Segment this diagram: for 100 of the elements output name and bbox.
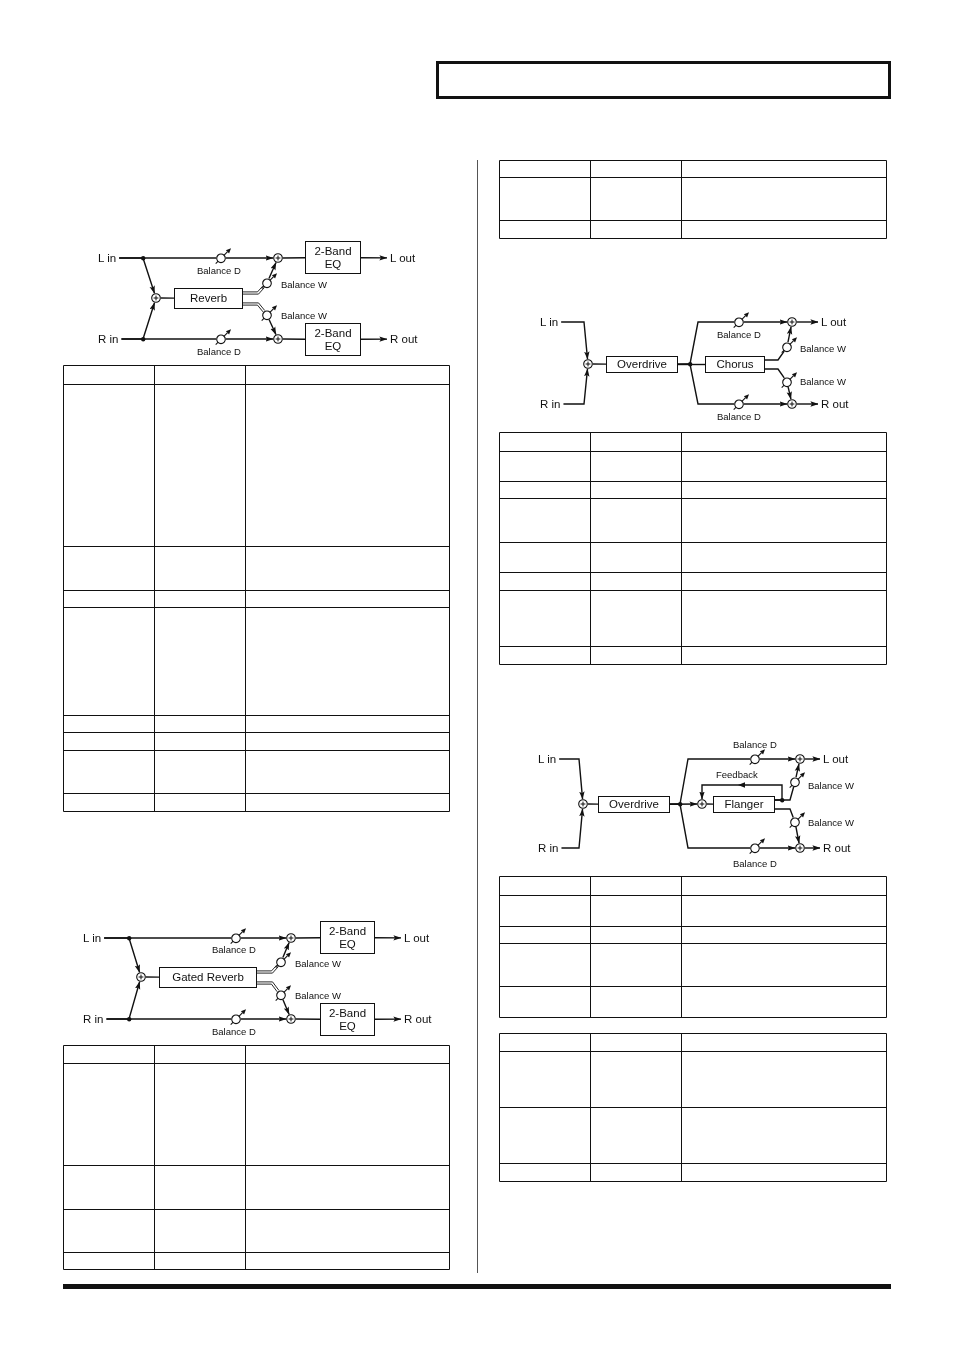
- summing-junction: [136, 972, 146, 982]
- signal-arrow: [374, 1016, 402, 1022]
- signal-arrow: [759, 756, 796, 762]
- summing-junction: [795, 843, 805, 853]
- knob-label: Balance W: [295, 957, 341, 969]
- signal-line: [706, 803, 714, 805]
- knob-label: Balance D: [733, 857, 777, 869]
- signal-line: [105, 1018, 232, 1020]
- summing-junction: [787, 399, 797, 409]
- input-label: R in: [540, 397, 561, 411]
- gain-knob: [781, 336, 798, 353]
- signal-arrow: [240, 1016, 287, 1022]
- signal-line: [764, 368, 785, 379]
- gain-knob: [275, 951, 292, 968]
- signal-line: [120, 338, 217, 340]
- knob-label: Balance W: [800, 375, 846, 387]
- signal-arrow: [282, 998, 290, 1016]
- signal-arrow: [360, 255, 388, 261]
- gain-knob: [230, 927, 247, 944]
- gain-knob: [749, 748, 766, 765]
- output-label: R out: [823, 841, 851, 855]
- gain-knob: [215, 328, 232, 345]
- input-label: L in: [538, 752, 557, 766]
- summing-junction: [583, 359, 593, 369]
- signal-line: [282, 338, 306, 340]
- signal-line: [295, 1018, 321, 1020]
- knob-label: Balance D: [197, 345, 241, 357]
- eq-block: 2-Band EQ: [305, 241, 361, 274]
- output-label: L out: [821, 315, 847, 329]
- knob-label: Balance D: [733, 738, 777, 750]
- signal-arrow: [562, 368, 590, 405]
- eq-block: 2-Band EQ: [305, 323, 361, 356]
- signal-line: [677, 363, 735, 405]
- effect-block: Overdrive: [606, 356, 678, 373]
- gain-knob: [789, 771, 806, 788]
- input-label: L in: [540, 315, 559, 329]
- input-label: L in: [98, 251, 117, 265]
- gain-knob: [789, 811, 806, 828]
- effect-block: Chorus: [705, 356, 765, 373]
- summing-junction: [286, 933, 296, 943]
- knob-label: Balance W: [281, 309, 327, 321]
- gain-knob: [215, 247, 232, 264]
- gain-knob: [261, 304, 278, 321]
- signal-arrow: [560, 321, 590, 360]
- signal-line: [764, 350, 785, 361]
- signal-arrow: [794, 763, 800, 778]
- signal-line: [242, 285, 265, 295]
- signal-arrow: [560, 808, 585, 849]
- eq-block: 2-Band EQ: [320, 921, 375, 954]
- signal-arrow: [804, 756, 821, 762]
- knob-label: Balance W: [800, 342, 846, 354]
- input-label: L in: [83, 931, 102, 945]
- signal-arrow: [786, 326, 793, 343]
- signal-line: [774, 808, 794, 819]
- effect-block: Flanger: [713, 796, 775, 813]
- signal-line: [592, 363, 607, 365]
- output-label: L out: [404, 931, 430, 945]
- signal-arrow: [268, 318, 277, 336]
- signal-arrow: [225, 336, 274, 342]
- signal-line: [774, 786, 795, 801]
- knob-label: Balance W: [808, 779, 854, 791]
- signal-arrow: [268, 261, 277, 280]
- knob-label: Balance W: [808, 816, 854, 828]
- signal-arrow: [374, 935, 402, 941]
- signal-arrow: [558, 758, 585, 800]
- signal-arrow: [118, 257, 156, 295]
- signal-line: [145, 976, 160, 978]
- summing-junction: [151, 293, 161, 303]
- signal-line: [256, 964, 279, 974]
- signal-line: [282, 257, 306, 259]
- signal-arrow: [759, 845, 796, 851]
- effect-block: Gated Reverb: [159, 967, 257, 988]
- knob-label: Balance D: [717, 328, 761, 340]
- gain-knob: [781, 371, 798, 388]
- input-label: R in: [538, 841, 559, 855]
- input-label: R in: [98, 332, 119, 346]
- effect-block: Reverb: [174, 288, 243, 309]
- signal-arrow: [103, 937, 141, 974]
- summing-junction: [273, 253, 283, 263]
- output-label: R out: [404, 1012, 432, 1026]
- input-label: R in: [83, 1012, 104, 1026]
- gain-knob: [749, 837, 766, 854]
- signal-arrow: [743, 319, 788, 325]
- output-label: R out: [390, 332, 418, 346]
- signal-arrow: [796, 401, 819, 407]
- edge-label: Feedback: [716, 768, 758, 780]
- knob-label: Balance D: [197, 264, 241, 276]
- summing-junction: [273, 334, 283, 344]
- summing-junction: [286, 1014, 296, 1024]
- gain-knob: [230, 1008, 247, 1025]
- signal-arrow: [360, 336, 388, 342]
- signal-arrow: [225, 255, 274, 261]
- gain-knob: [261, 272, 278, 289]
- signal-arrow: [240, 935, 287, 941]
- knob-label: Balance D: [717, 410, 761, 422]
- knob-label: Balance D: [212, 943, 256, 955]
- signal-line: [669, 803, 751, 849]
- signal-arrow: [743, 401, 788, 407]
- summing-junction: [795, 754, 805, 764]
- output-label: R out: [821, 397, 849, 411]
